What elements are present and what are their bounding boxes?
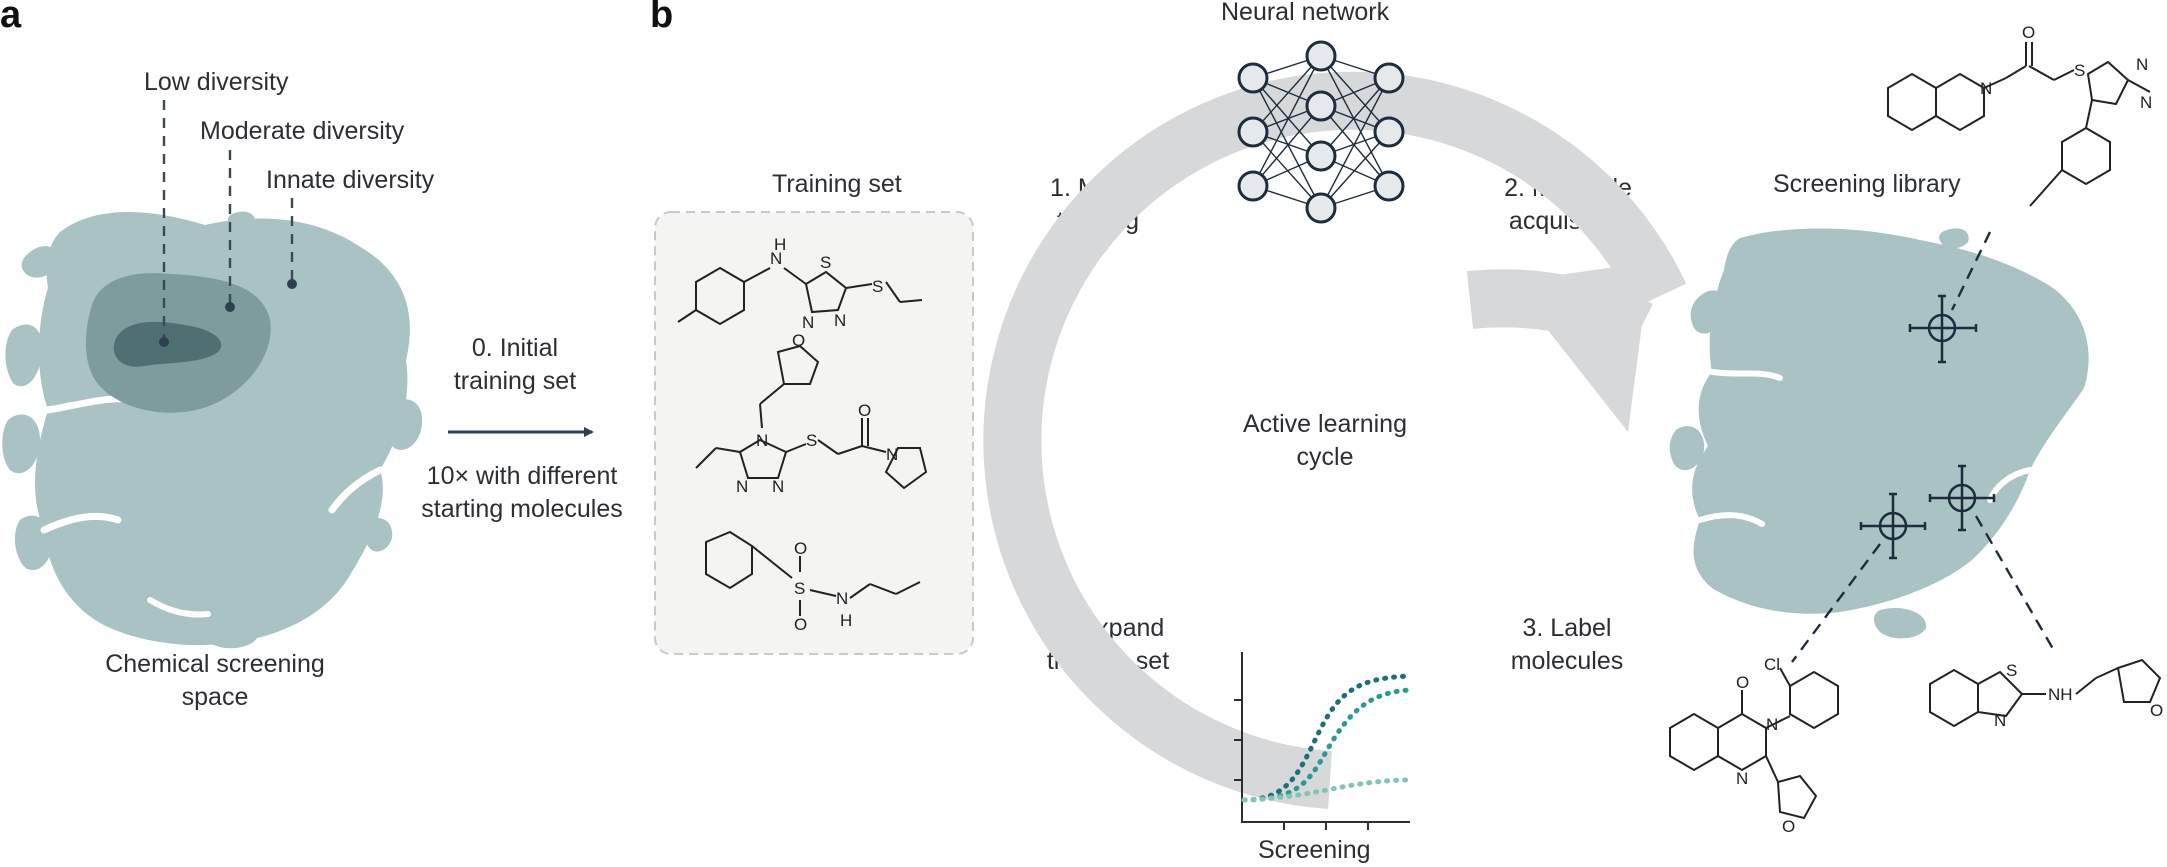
atom-lib1-s: S — [2074, 61, 2085, 80]
atom-m2-o2: O — [858, 401, 871, 420]
atom-lib3-n: N — [1994, 711, 2006, 730]
chemical-space-blob — [2, 100, 423, 649]
screening-plot — [1234, 652, 1413, 830]
screening-library-blob — [1669, 228, 2089, 639]
cycle-arrow — [983, 71, 1687, 809]
atom-m1-s2: S — [872, 277, 883, 296]
moderate-diversity-label: Moderate diversity — [200, 117, 405, 145]
training-molecule-3: O S O N H — [705, 530, 921, 634]
neural-network — [1237, 40, 1405, 224]
neural-network-title: Neural network — [1221, 0, 1390, 26]
step-3-label: 3. Label molecules — [1510, 614, 1624, 675]
panel-a-letter: a — [0, 0, 22, 36]
low-diversity-label: Low diversity — [144, 68, 289, 96]
training-molecule-2: O N S O N N N — [695, 331, 928, 496]
atom-lib1-n1: N — [1980, 79, 1992, 98]
atom-m3-o1: O — [794, 539, 807, 558]
atom-lib3-nh: NH — [2048, 685, 2073, 704]
library-molecule-1: O N S N N — [1887, 23, 2152, 207]
atom-m3-h: H — [840, 611, 852, 630]
atom-m1-h: H — [774, 235, 786, 254]
panel-b-letter: b — [650, 0, 674, 36]
initial-training-set-label: 0. Initial training set — [453, 334, 577, 395]
library-molecule-3: S N NH O — [1929, 658, 2163, 730]
atom-m1-n2: N — [802, 313, 814, 332]
chemical-screening-space-label: Chemical screening space — [105, 650, 325, 711]
atom-m2-o1: O — [792, 331, 805, 350]
atom-m3-s: S — [794, 579, 805, 598]
atom-m1-n1: N — [770, 249, 782, 268]
atom-m1-s1: S — [820, 253, 831, 272]
repeat-note-label: 10× with different starting molecules — [421, 462, 623, 523]
atom-lib1-n2: N — [2136, 55, 2148, 74]
cycle-label: Active learning cycle — [1243, 410, 1407, 471]
atom-lib2-n2: N — [1736, 769, 1748, 788]
atom-m3-n: N — [836, 589, 848, 608]
atom-lib1-o: O — [2022, 23, 2035, 42]
atom-m2-n2: N — [886, 445, 898, 464]
atom-lib2-o2: O — [1782, 817, 1795, 836]
atom-m2-n4: N — [772, 477, 784, 496]
atom-lib3-s: S — [2006, 661, 2017, 680]
plot-x-label: Screening — [1258, 836, 1371, 864]
training-set-title: Training set — [772, 170, 902, 198]
atom-m3-o2: O — [794, 615, 807, 634]
crosshair-leaders — [1791, 231, 2058, 663]
atom-m1-n3: N — [834, 311, 846, 330]
library-molecule-2: Cl O N N O — [1669, 655, 1839, 836]
atom-lib2-o1: O — [1736, 673, 1749, 692]
atom-m2-n3: N — [736, 477, 748, 496]
crosshair-targets — [1859, 294, 1996, 560]
atom-m2-n1: N — [756, 431, 768, 450]
atom-lib2-n1: N — [1766, 715, 1778, 734]
atom-m2-s: S — [806, 431, 817, 450]
atom-lib2-cl: Cl — [1764, 655, 1780, 674]
innate-diversity-label: Innate diversity — [266, 166, 435, 194]
screening-library-title: Screening library — [1773, 170, 1961, 198]
atom-lib1-n3: N — [2140, 93, 2152, 112]
training-set-box — [654, 211, 974, 655]
atom-lib3-o: O — [2150, 701, 2163, 720]
training-molecule-1: H N S N N S — [677, 235, 923, 332]
